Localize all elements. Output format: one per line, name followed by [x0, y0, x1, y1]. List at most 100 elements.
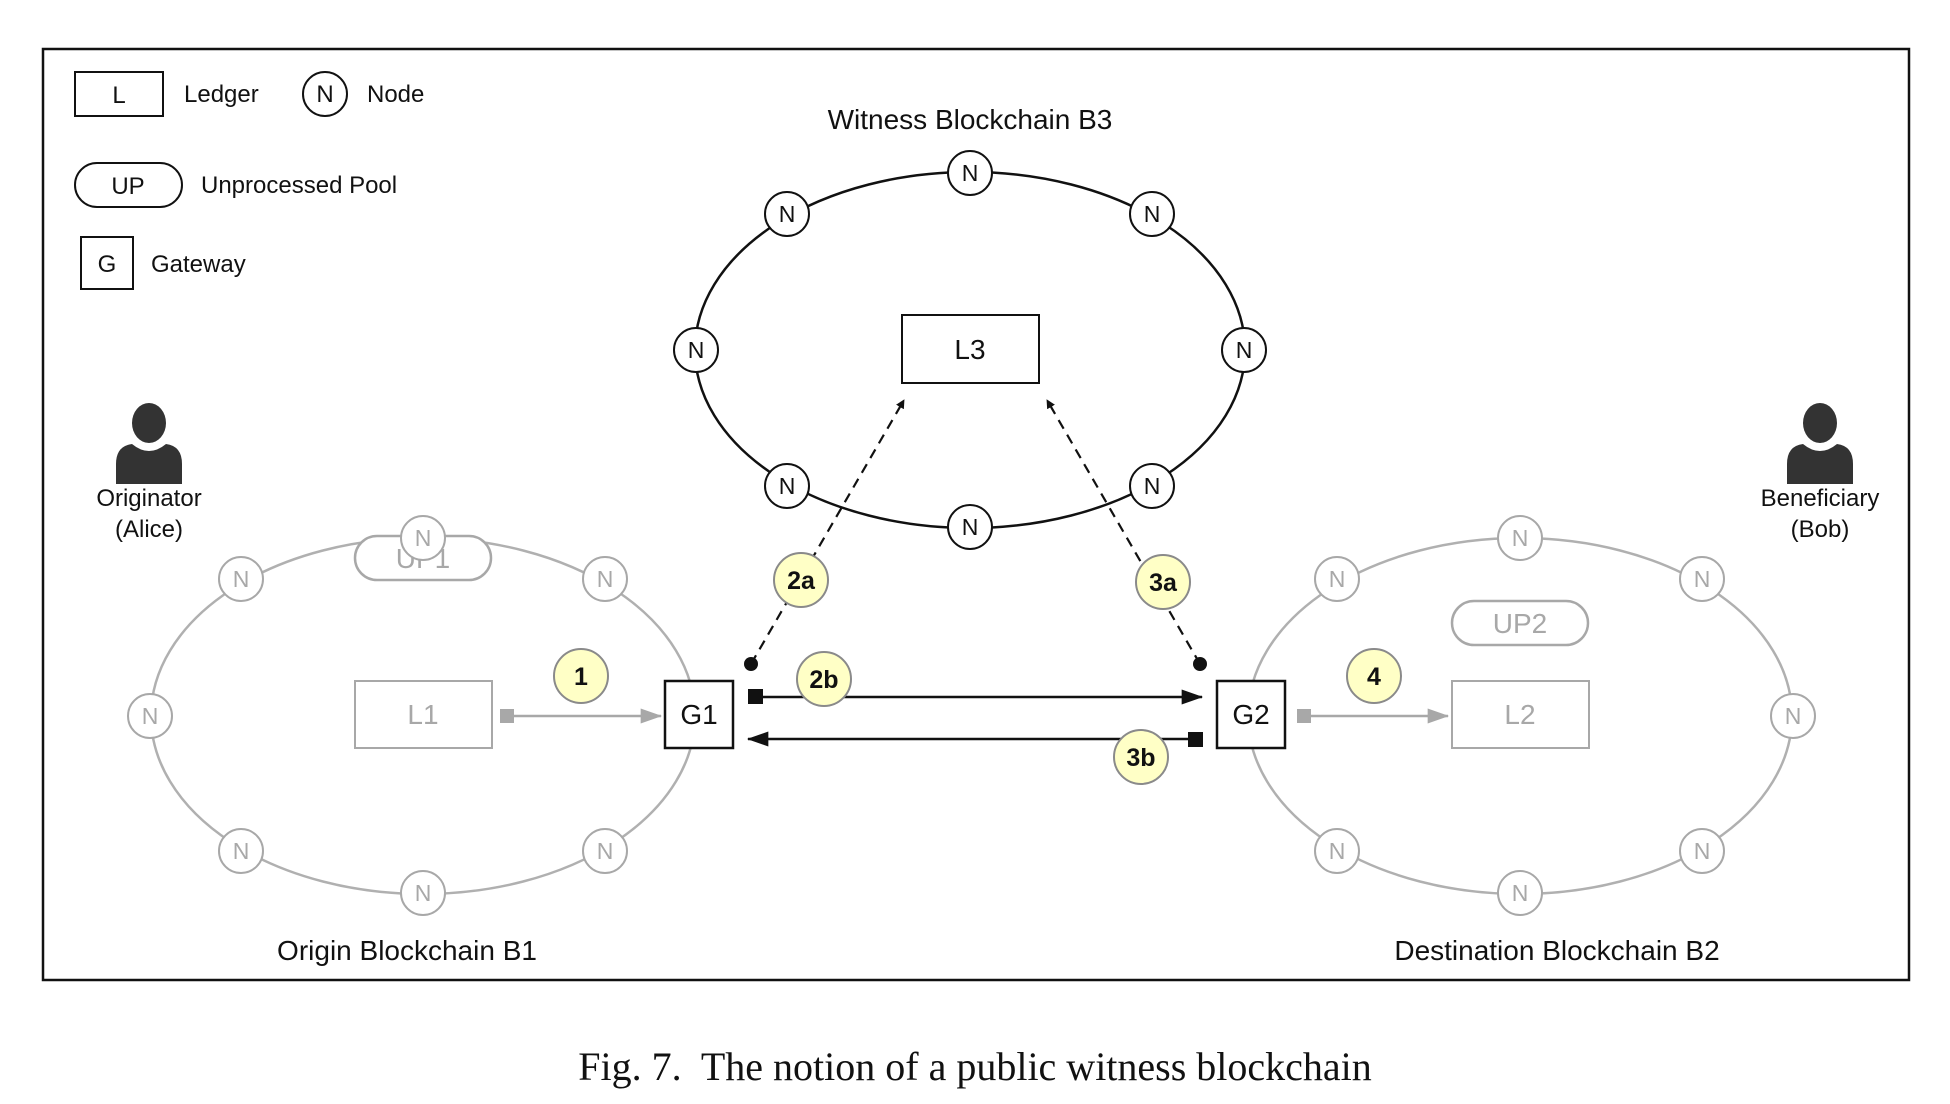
- origin-node-label: N: [233, 838, 250, 864]
- witness-node-label: N: [962, 160, 979, 186]
- origin-node-label: N: [233, 566, 250, 592]
- origin-blockchain: UP1 L1 N N N N N N N Origin Blockchain B…: [127, 515, 697, 966]
- destination-node-label: N: [1329, 566, 1346, 592]
- origin-node: N: [218, 828, 264, 874]
- destination-node: N: [1770, 693, 1816, 739]
- destination-node-label: N: [1512, 880, 1529, 906]
- originator-alias: (Alice): [115, 516, 183, 543]
- origin-node: N: [127, 693, 173, 739]
- witness-node: N: [947, 504, 993, 550]
- gateway-g2: [1215, 679, 1287, 750]
- step-badge-4: 4: [1346, 648, 1402, 704]
- legend-gateway-symbol: [80, 236, 134, 290]
- step-badge-3b-label: 3b: [1126, 744, 1155, 772]
- destination-blockchain: UP2 L2 N N N N N N N Destination Blockch…: [1246, 515, 1816, 966]
- destination-node-label: N: [1785, 703, 1802, 729]
- legend-node-label: Node: [367, 81, 424, 108]
- originator-name: Originator: [96, 485, 201, 512]
- ledger-l3-label: L3: [954, 334, 985, 365]
- origin-node-label: N: [415, 880, 432, 906]
- origin-node: N: [400, 870, 446, 916]
- diagram-frame: [41, 47, 1911, 982]
- origin-node-label: N: [597, 566, 614, 592]
- destination-blockchain-title: Destination Blockchain B2: [1394, 935, 1719, 966]
- origin-node: N: [400, 515, 446, 561]
- destination-node: N: [1497, 515, 1543, 561]
- witness-node: N: [1129, 463, 1175, 509]
- step-badge-2b-label: 2b: [809, 666, 838, 694]
- arrow-l1-to-g1: [500, 708, 663, 724]
- origin-node: N: [582, 828, 628, 874]
- ledger-l1: [354, 680, 493, 749]
- witness-node-label: N: [779, 201, 796, 227]
- witness-node-label: N: [1144, 201, 1161, 227]
- witness-blockchain: Witness Blockchain B3 L3 N N N N N N N N: [673, 104, 1267, 550]
- destination-node-label: N: [1694, 566, 1711, 592]
- legend: L Ledger N Node UP Unprocessed Pool G Ga…: [74, 71, 424, 290]
- step-badge-2b: 2b: [796, 651, 852, 707]
- witness-blockchain-title: Witness Blockchain B3: [828, 104, 1113, 135]
- step-badge-3a-label: 3a: [1149, 569, 1178, 597]
- destination-node: N: [1314, 556, 1360, 602]
- figure-caption: Fig. 7. The notion of a public witness b…: [578, 1044, 1372, 1089]
- step-badge-1-label: 1: [574, 663, 588, 691]
- ledger-l2-label: L2: [1504, 699, 1535, 730]
- gateway-g2-label: G2: [1232, 699, 1269, 730]
- origin-node: N: [582, 556, 628, 602]
- witness-node-label: N: [1236, 337, 1253, 363]
- destination-node: N: [1679, 556, 1725, 602]
- gateway-g1: [663, 679, 735, 750]
- step-badge-2a-label: 2a: [787, 567, 816, 595]
- person-icon: [116, 403, 182, 484]
- arrow-g2-to-g1: [746, 731, 1203, 747]
- beneficiary-alias: (Bob): [1791, 516, 1850, 543]
- witness-node: N: [764, 463, 810, 509]
- legend-pool-label: Unprocessed Pool: [201, 172, 397, 199]
- arrow-g1-to-l3: [744, 399, 905, 671]
- legend-ledger-symbol: [74, 71, 164, 117]
- origin-node-label: N: [597, 838, 614, 864]
- pool-up2: [1450, 599, 1590, 647]
- legend-gateway-symbol-text: G: [98, 251, 117, 278]
- destination-node-label: N: [1329, 838, 1346, 864]
- witness-node-label: N: [688, 337, 705, 363]
- witness-node: N: [673, 327, 719, 373]
- arrow-g2-to-l3: [1046, 399, 1207, 671]
- origin-blockchain-title: Origin Blockchain B1: [277, 935, 537, 966]
- witness-node: N: [764, 191, 810, 237]
- destination-node: N: [1497, 870, 1543, 916]
- origin-node-label: N: [142, 703, 159, 729]
- origin-node: N: [218, 556, 264, 602]
- arrow-g2-to-l2: [1297, 708, 1450, 724]
- person-icon: [1787, 403, 1853, 484]
- destination-node: N: [1314, 828, 1360, 874]
- witness-node: N: [947, 150, 993, 196]
- ledger-l1-label: L1: [407, 699, 438, 730]
- step-badge-2a: 2a: [773, 552, 829, 608]
- destination-node-label: N: [1694, 838, 1711, 864]
- legend-pool-symbol-text: UP: [111, 173, 144, 200]
- pool-up2-label: UP2: [1493, 608, 1547, 639]
- witness-node-label: N: [962, 514, 979, 540]
- destination-node-label: N: [1512, 525, 1529, 551]
- ledger-l3: [901, 314, 1040, 384]
- gateway-g1-label: G1: [680, 699, 717, 730]
- beneficiary-name: Beneficiary: [1761, 485, 1880, 512]
- legend-ledger-symbol-text: L: [112, 82, 125, 109]
- step-badge-1: 1: [553, 648, 609, 704]
- legend-pool-symbol: [74, 162, 183, 208]
- step-badge-3b: 3b: [1113, 729, 1169, 785]
- destination-node: N: [1679, 828, 1725, 874]
- beneficiary: Beneficiary (Bob): [1761, 403, 1880, 543]
- legend-node-symbol-text: N: [316, 81, 333, 108]
- witness-node-label: N: [1144, 473, 1161, 499]
- step-badge-4-label: 4: [1367, 663, 1381, 691]
- step-badge-3a: 3a: [1135, 554, 1191, 610]
- witness-node: N: [1221, 327, 1267, 373]
- originator: Originator (Alice): [96, 403, 202, 543]
- ledger-l2: [1451, 680, 1590, 749]
- origin-node-label: N: [415, 525, 432, 551]
- legend-node-symbol: [302, 71, 348, 117]
- witness-node-label: N: [779, 473, 796, 499]
